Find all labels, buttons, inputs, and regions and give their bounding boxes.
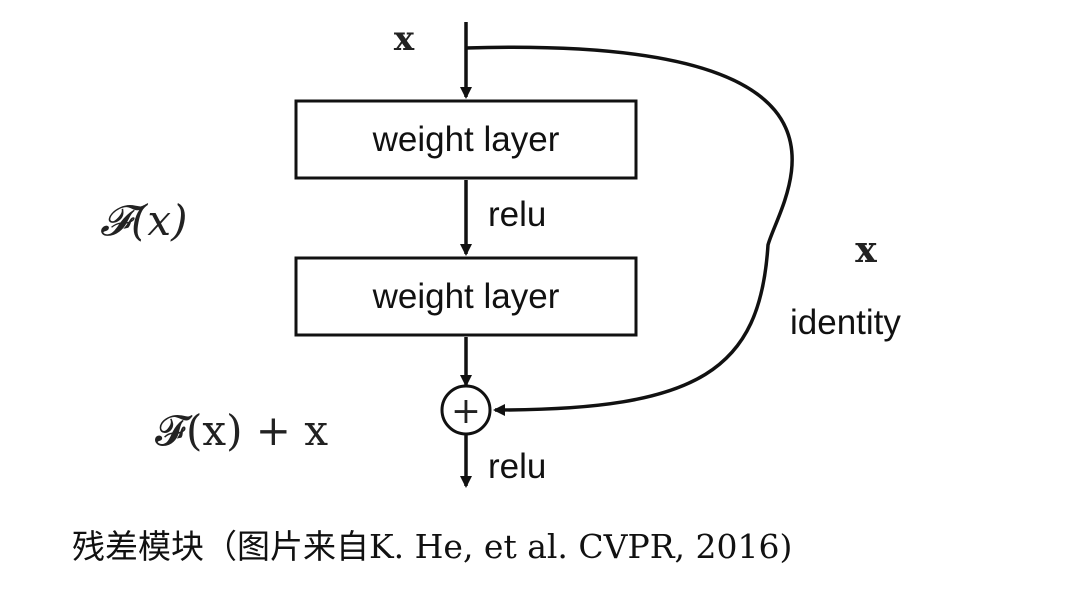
identity-shortcut-arrow [465,45,794,416]
weight-layer-1-box [294,99,638,180]
sum-output-label: 𝓕(x) + x [155,406,328,455]
relu-label-2: relu [488,447,546,486]
input-x-label: x [394,19,415,59]
figure-caption: 残差模块（图片来自K. He, et al. CVPR, 2016) [72,527,792,566]
identity-label: identity [790,303,901,342]
weight-layer-2-label: weight layer [372,277,560,316]
weight-layer-2-box [294,256,638,337]
weight-layer-1-label: weight layer [372,120,560,159]
shortcut-x-label: x [855,229,877,271]
relu-label-1: relu [488,195,546,234]
add-symbol: + [451,391,481,432]
residual-function-label: 𝓕(x) [100,196,187,245]
